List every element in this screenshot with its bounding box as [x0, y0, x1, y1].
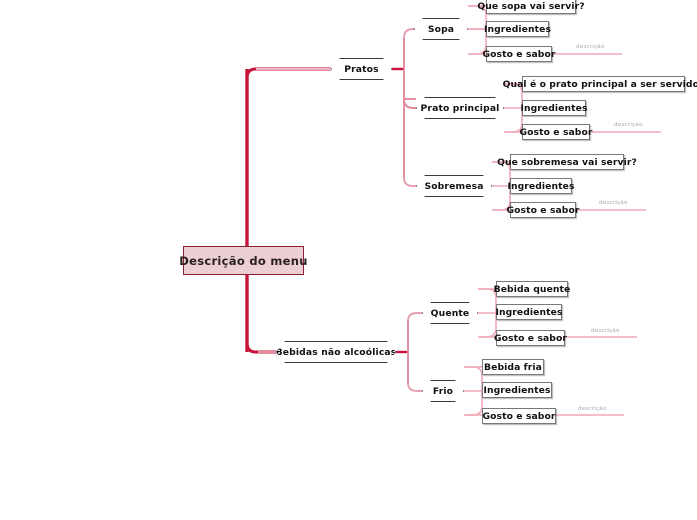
- leaf-node[interactable]: Qual é o prato principal a ser servido?: [503, 76, 697, 92]
- leaf-node[interactable]: Ingredientes: [507, 178, 575, 194]
- subnode-sobremesa[interactable]: Sobremesa: [416, 175, 492, 197]
- leaf-node[interactable]: Gosto e sabor: [519, 124, 593, 140]
- leaf-node-label: Qual é o prato principal a ser servido?: [502, 78, 697, 90]
- root-node-label: Descrição do menu: [179, 253, 308, 268]
- leaf-node[interactable]: Bebida fria: [482, 359, 544, 375]
- leaf-node[interactable]: Que sobremesa vai servir?: [497, 154, 637, 170]
- leaf-node[interactable]: Gosto e sabor: [482, 46, 555, 62]
- leaf-caption: descrição: [578, 406, 607, 412]
- leaf-node[interactable]: Gosto e sabor: [493, 330, 568, 346]
- leaf-caption: descrição: [599, 200, 628, 206]
- leaf-node-label: Ingredientes: [483, 23, 552, 35]
- leaf-caption: descrição: [576, 44, 605, 50]
- subnode-sobremesa-label: Sobremesa: [424, 180, 484, 192]
- branch-node-pratos[interactable]: Pratos: [331, 58, 392, 80]
- subnode-prato-principal-label: Prato principal: [420, 102, 500, 114]
- leaf-node-label: Bebida quente: [493, 283, 571, 295]
- subnode-sopa-label: Sopa: [427, 23, 455, 35]
- leaf-node[interactable]: Que sopa vai servir?: [477, 0, 585, 14]
- root-node[interactable]: Descrição do menu: [179, 246, 307, 275]
- subnode-prato-principal[interactable]: Prato principal: [416, 97, 504, 119]
- leaf-node-label: Que sobremesa vai servir?: [497, 156, 637, 168]
- leaf-node[interactable]: Bebida quente: [493, 281, 571, 297]
- leaf-node-label: Gosto e sabor: [519, 126, 593, 138]
- leaf-node-label: Gosto e sabor: [493, 332, 568, 344]
- branch-node-bebidas-label: Bebidas não alcoólicas: [275, 346, 397, 358]
- leaf-node-label: Gosto e sabor: [482, 410, 556, 422]
- subnode-quente[interactable]: Quente: [422, 302, 478, 324]
- leaf-node[interactable]: Gosto e sabor: [482, 408, 556, 424]
- leaf-caption: descrição: [614, 122, 643, 128]
- leaf-node-label: Ingredientes: [507, 180, 575, 192]
- subnode-frio-label: Frio: [432, 385, 454, 397]
- leaf-node-label: Gosto e sabor: [482, 48, 556, 60]
- branch-node-pratos-label: Pratos: [344, 63, 379, 75]
- leaf-caption: descrição: [591, 328, 620, 334]
- branch-node-bebidas[interactable]: Bebidas não alcoólicas: [276, 341, 396, 363]
- leaf-node-label: Ingredientes: [483, 384, 551, 396]
- leaf-node-label: Bebida fria: [484, 361, 542, 373]
- leaf-node-label: Gosto e sabor: [506, 204, 580, 216]
- subnode-frio[interactable]: Frio: [422, 380, 464, 402]
- leaf-node[interactable]: Ingredientes: [482, 382, 552, 398]
- leaf-node[interactable]: Ingredientes: [520, 100, 588, 116]
- leaf-node-label: Que sopa vai servir?: [477, 0, 585, 12]
- leaf-node[interactable]: Ingredientes: [483, 21, 552, 37]
- leaf-node[interactable]: Ingredientes: [495, 304, 563, 320]
- subnode-sopa[interactable]: Sopa: [414, 18, 468, 40]
- leaf-node-label: Ingredientes: [520, 102, 588, 114]
- leaf-node[interactable]: Gosto e sabor: [506, 202, 579, 218]
- subnode-quente-label: Quente: [430, 307, 470, 319]
- leaf-node-label: Ingredientes: [495, 306, 563, 318]
